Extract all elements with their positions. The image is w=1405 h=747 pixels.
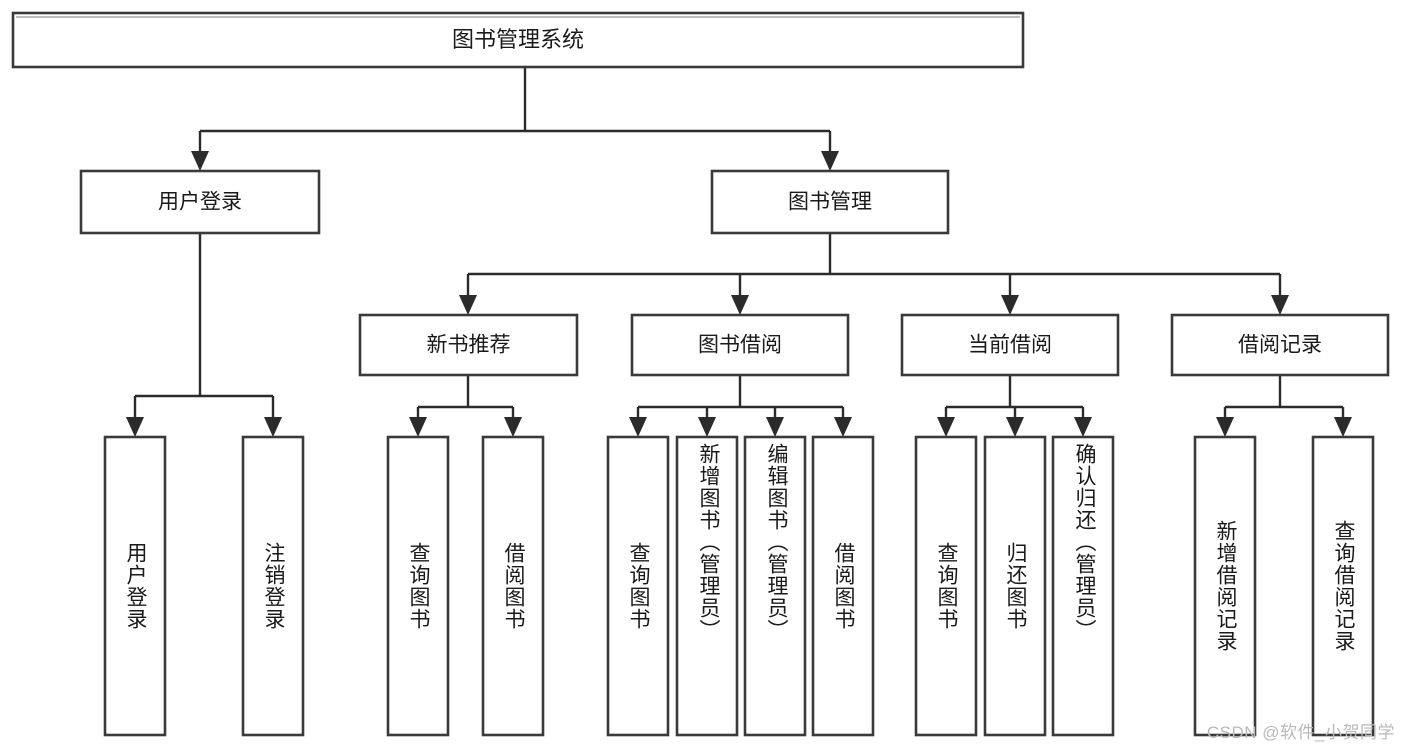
node-leaf-用户登录-0[interactable] xyxy=(103,435,167,737)
arrow-head-icon xyxy=(1334,417,1352,437)
node-leaf-查询图书-4[interactable] xyxy=(606,435,670,737)
node-leaf-编辑图书管理员-6[interactable] xyxy=(743,435,807,737)
arrow-head-icon xyxy=(1216,417,1234,437)
arrow-head-icon xyxy=(459,295,477,315)
connector-borrow-to-leaves xyxy=(629,375,852,437)
node-leaf-新增图书管理员-5[interactable] xyxy=(675,435,739,737)
connector-newbooks-to-leaves xyxy=(409,375,522,437)
connector-current-to-leaves xyxy=(937,375,1092,437)
connector-layer xyxy=(126,67,1352,437)
arrow-head-icon xyxy=(409,417,427,437)
connector-books-to-categories xyxy=(459,233,1289,315)
node-root-label: 图书管理系统 xyxy=(452,27,584,52)
arrow-head-icon xyxy=(1001,295,1019,315)
connector-login-to-leaves xyxy=(126,233,282,437)
node-leaf-注销登录-1[interactable] xyxy=(241,435,305,737)
arrow-head-icon xyxy=(821,151,839,171)
node-level2-图书借阅[interactable] xyxy=(630,313,850,377)
watermark: CSDN @软件_小贺同学 xyxy=(1206,723,1395,742)
node-leaf-借阅图书-7[interactable] xyxy=(811,435,875,737)
connector-records-to-leaves xyxy=(1216,375,1352,437)
node-leaf-确认归还管理员-10[interactable] xyxy=(1051,435,1115,737)
node-level2-新书推荐[interactable] xyxy=(358,313,579,377)
node-leaf-查询借阅记录-12[interactable] xyxy=(1311,435,1375,737)
arrow-head-icon xyxy=(834,417,852,437)
arrow-head-icon xyxy=(191,151,209,171)
arrow-head-icon xyxy=(731,295,749,315)
arrow-head-icon xyxy=(1006,417,1024,437)
node-leaf-借阅图书-3[interactable] xyxy=(481,435,545,737)
arrow-head-icon xyxy=(1271,295,1289,315)
arrow-head-icon xyxy=(1074,417,1092,437)
node-level1-图书管理[interactable] xyxy=(710,169,950,235)
arrow-head-icon xyxy=(504,417,522,437)
node-leaf-查询图书-2[interactable] xyxy=(386,435,450,737)
node-leaf-归还图书-9[interactable] xyxy=(983,435,1047,737)
arrow-head-icon xyxy=(629,417,647,437)
connector-root-to-level1 xyxy=(191,67,839,171)
node-level2-label-2: 当前借阅 xyxy=(968,334,1052,357)
arrow-head-icon xyxy=(698,417,716,437)
node-level2-借阅记录[interactable] xyxy=(1170,313,1390,377)
node-level1-label-1: 图书管理 xyxy=(788,191,872,214)
node-level1-用户登录[interactable] xyxy=(79,169,321,235)
arrow-head-icon xyxy=(126,417,144,437)
node-box-layer xyxy=(11,11,1390,737)
node-level2-label-0: 新书推荐 xyxy=(427,334,511,357)
node-leaf-查询图书-8[interactable] xyxy=(914,435,978,737)
node-leaf-新增借阅记录-11[interactable] xyxy=(1193,435,1257,737)
arrow-head-icon xyxy=(766,417,784,437)
node-root[interactable] xyxy=(11,11,1025,69)
node-level1-label-0: 用户登录 xyxy=(158,191,242,214)
node-level2-label-3: 借阅记录 xyxy=(1238,334,1322,357)
node-level2-当前借阅[interactable] xyxy=(900,313,1120,377)
arrow-head-icon xyxy=(937,417,955,437)
arrow-head-icon xyxy=(264,417,282,437)
node-level2-label-1: 图书借阅 xyxy=(698,334,782,357)
